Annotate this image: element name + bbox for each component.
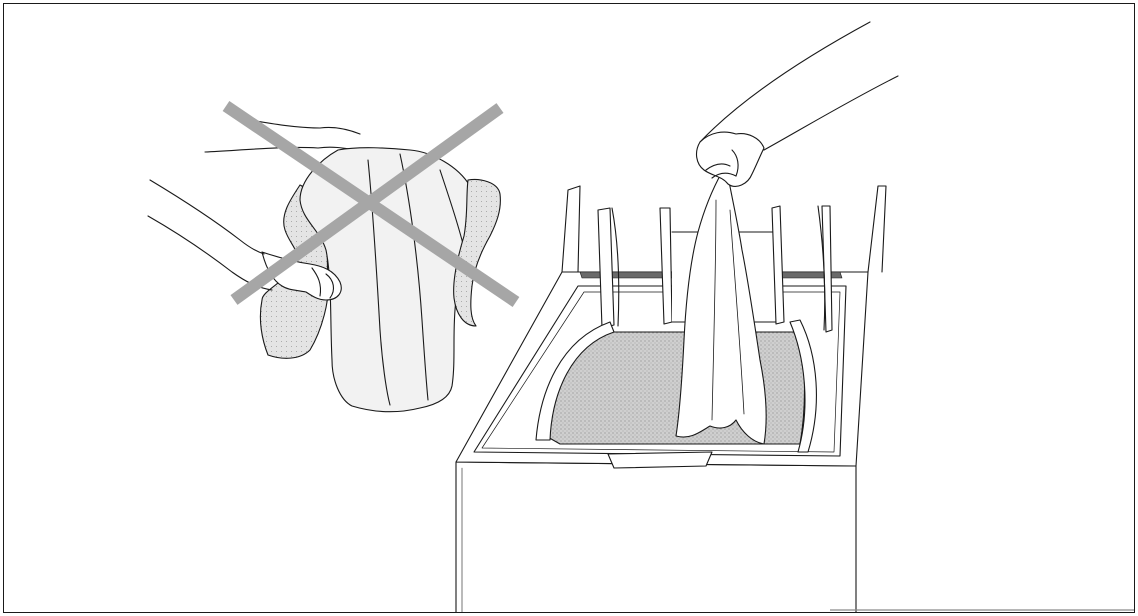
dropping-hand [697, 132, 764, 186]
top-load-washer-icon [456, 462, 856, 612]
wrong-panel [148, 118, 500, 412]
correct-panel [456, 22, 898, 612]
lid-hinge [608, 452, 712, 468]
